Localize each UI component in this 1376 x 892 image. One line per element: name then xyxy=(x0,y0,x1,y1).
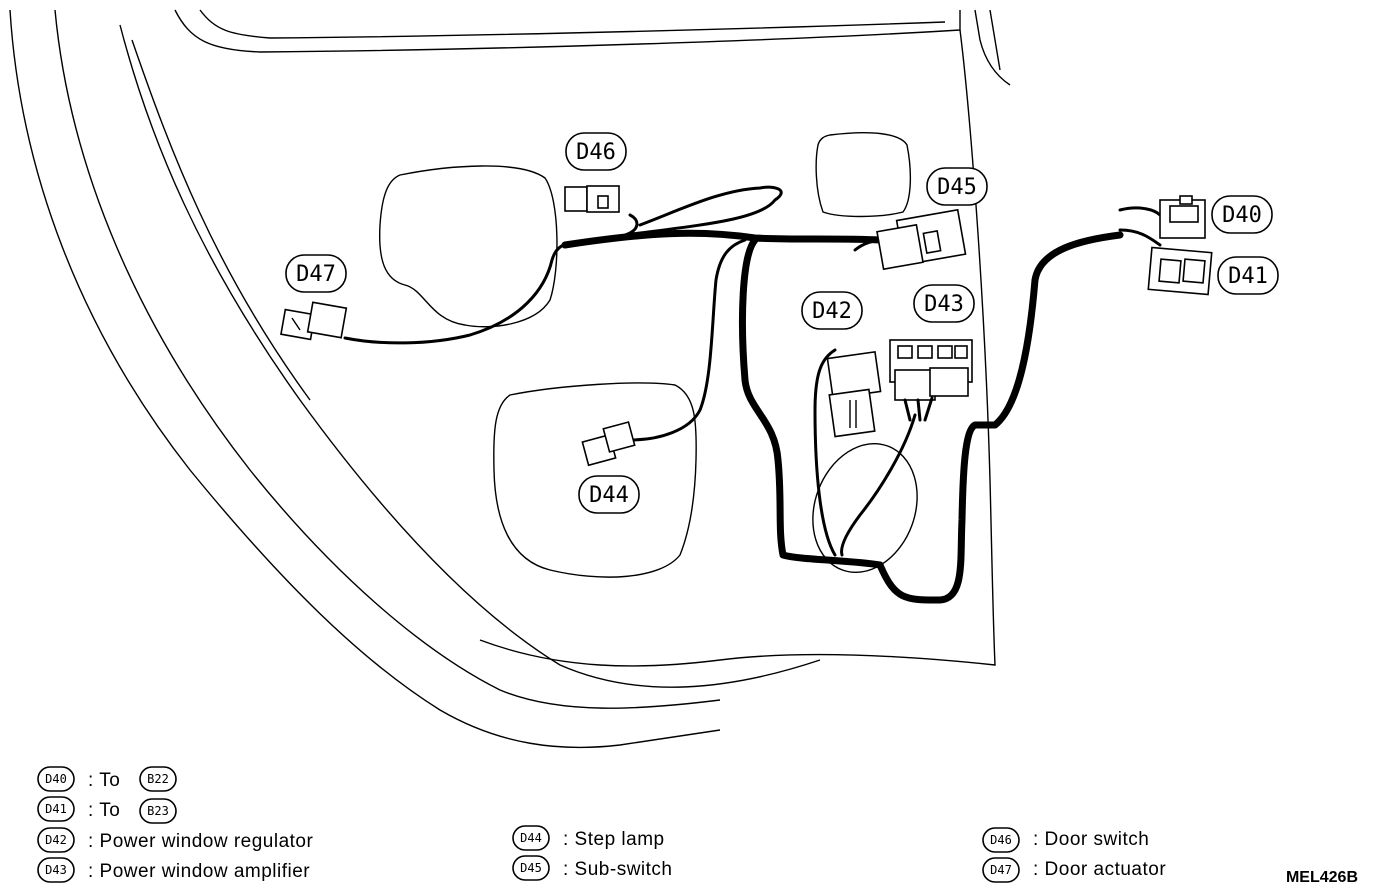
callout-d43: D43 xyxy=(913,284,975,323)
connector-d40 xyxy=(1159,195,1206,239)
svg-text:: Door actuator: : Door actuator xyxy=(1033,859,1166,880)
legend-item-d46: D46 : Door switch xyxy=(982,827,1149,853)
wire-harness xyxy=(343,185,1162,604)
svg-text:D43: D43 xyxy=(45,863,67,877)
svg-text:D44: D44 xyxy=(520,831,542,845)
svg-text:D41: D41 xyxy=(1228,264,1268,289)
svg-text:: To: : To xyxy=(88,800,120,821)
svg-text:D45: D45 xyxy=(937,175,977,200)
service-hole-upper-left xyxy=(378,165,558,328)
service-hole-lower xyxy=(493,382,697,578)
svg-text:: To: : To xyxy=(88,770,120,791)
connector-d41 xyxy=(1147,246,1213,296)
svg-text:D46: D46 xyxy=(576,140,616,165)
svg-text:: Power window regulator: : Power window regulator xyxy=(88,831,313,852)
legend-item-d43: D43 : Power window amplifier xyxy=(37,857,310,883)
svg-text:D44: D44 xyxy=(589,483,629,508)
connector-d46 xyxy=(564,185,620,213)
connector-d42 xyxy=(826,350,882,438)
svg-text:B23: B23 xyxy=(147,804,169,818)
svg-text:: Door switch: : Door switch xyxy=(1033,829,1149,850)
svg-text:D41: D41 xyxy=(45,802,67,816)
svg-text:B22: B22 xyxy=(147,772,169,786)
connector-d45 xyxy=(876,208,967,271)
callout-d41: D41 xyxy=(1217,256,1279,295)
svg-text:: Step lamp: : Step lamp xyxy=(563,829,665,850)
legend-item-d42: D42 : Power window regulator xyxy=(37,827,313,853)
diagram-code: MEL426B xyxy=(1286,869,1358,886)
legend-item-d40: D40 : To B22 xyxy=(37,766,177,792)
svg-text:D45: D45 xyxy=(520,861,542,875)
svg-text:D46: D46 xyxy=(990,833,1012,847)
svg-text:D42: D42 xyxy=(45,833,67,847)
connector-d47 xyxy=(280,301,348,341)
svg-text:D47: D47 xyxy=(296,262,336,287)
svg-text:D40: D40 xyxy=(45,772,67,786)
callout-d47: D47 xyxy=(285,254,347,293)
callout-d44: D44 xyxy=(578,475,640,514)
connector-d43 xyxy=(889,339,973,422)
callout-d42: D42 xyxy=(801,291,863,330)
door-panel-outline xyxy=(9,9,1011,749)
svg-text:D40: D40 xyxy=(1222,203,1262,228)
legend-item-d44: D44 : Step lamp xyxy=(512,825,665,851)
legend-item-d41: D41 : To B23 xyxy=(37,796,177,824)
connector-d44 xyxy=(581,421,636,467)
service-hole-upper-right xyxy=(815,131,912,218)
svg-text:D47: D47 xyxy=(990,863,1012,877)
svg-text:: Sub-switch: : Sub-switch xyxy=(563,859,672,880)
svg-text:: Power window amplifier: : Power window amplifier xyxy=(88,861,310,882)
legend: D40 : To B22 D41 : To B23 D42 : Power wi… xyxy=(37,766,1166,883)
callout-d46: D46 xyxy=(565,132,627,171)
callout-d45: D45 xyxy=(926,167,988,206)
legend-item-d47: D47 : Door actuator xyxy=(982,857,1166,883)
callout-d40: D40 xyxy=(1211,195,1273,234)
svg-text:D42: D42 xyxy=(812,299,852,324)
legend-item-d45: D45 : Sub-switch xyxy=(512,855,672,881)
svg-text:D43: D43 xyxy=(924,292,964,317)
